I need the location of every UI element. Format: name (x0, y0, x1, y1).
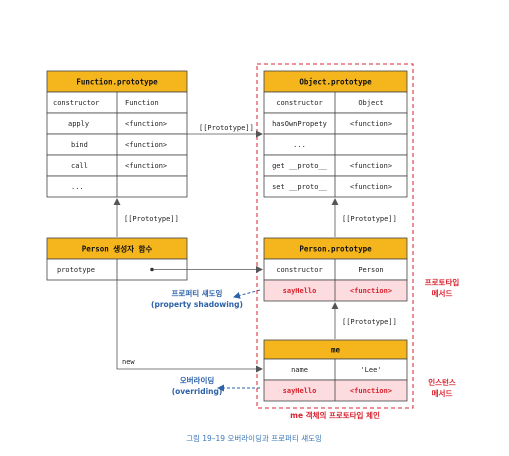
person-constructor-title: Person 생성자 함수 (82, 244, 153, 254)
function-prototype-value: <function> (125, 120, 167, 128)
overriding-label: 오버라이딩 (180, 375, 215, 385)
figure-caption: 그림 19–19 오버라이딩과 프로퍼티 섀도잉 (186, 433, 322, 443)
person-constructor-table: Person 생성자 함수 prototype (46, 237, 188, 281)
proto-link-label: [[Prototype]] (342, 318, 397, 326)
object-prototype-value: <function> (350, 162, 392, 170)
object-prototype-key: constructor (276, 99, 322, 107)
proto-link-label: [[Prototype]] (199, 124, 254, 132)
instance-method-label: 인스턴스 (428, 377, 456, 387)
function-prototype-key: ... (71, 183, 84, 191)
object-prototype-key: hasOwnPropety (272, 120, 327, 128)
function-prototype-key: constructor (53, 99, 99, 107)
new-label: new (122, 358, 135, 366)
object-prototype-key: get __proto__ (272, 162, 328, 170)
object-prototype-table: Object.prototype constructor Object hasO… (263, 70, 408, 198)
shadowing-label: (property shadowing) (151, 300, 243, 309)
prototype-chain-boundary (256, 63, 414, 409)
object-prototype-title: Object.prototype (299, 78, 372, 87)
person-prototype-key: constructor (276, 266, 322, 274)
prototype-pointer-dot (150, 267, 154, 272)
object-prototype-value: Object (358, 99, 383, 107)
person-prototype-title: Person.prototype (299, 245, 372, 254)
overriding-label: (overriding) (172, 387, 223, 396)
person-constructor-key: prototype (57, 266, 95, 274)
object-prototype-key: ... (293, 141, 306, 149)
person-prototype-table: Person.prototype constructor Person sayH… (263, 237, 408, 302)
me-method-key: sayHello (283, 387, 317, 395)
person-prototype-method-value: <function> (350, 287, 392, 295)
object-prototype-value: <function> (350, 183, 392, 191)
prototype-chain-label: me 객체의 프로토타입 체인 (290, 410, 380, 420)
function-prototype-key: bind (71, 141, 88, 149)
function-prototype-value: <function> (125, 162, 167, 170)
new-instance-link (116, 280, 263, 373)
instance-method-label: 메서드 (432, 388, 453, 398)
me-value: 'Lee' (360, 366, 381, 374)
person-prototype-value: Person (358, 266, 383, 274)
function-prototype-value: Function (125, 99, 159, 107)
me-key: name (291, 366, 308, 374)
object-prototype-value: <function> (350, 120, 392, 128)
prototype-method-label: 프로토타입 (425, 277, 460, 287)
object-prototype-key: set __proto__ (272, 183, 328, 191)
function-prototype-value: <function> (125, 141, 167, 149)
prototype-method-label: 메서드 (432, 288, 453, 298)
shadowing-label: 프로퍼티 섀도잉 (172, 288, 223, 298)
function-prototype-table: Function.prototype constructor Function … (46, 70, 188, 198)
me-method-value: <function> (350, 387, 392, 395)
proto-link-label: [[Prototype]] (124, 215, 179, 223)
person-prototype-method-key: sayHello (283, 287, 317, 295)
function-prototype-key: call (71, 162, 88, 170)
proto-link-label: [[Prototype]] (342, 215, 397, 223)
function-prototype-key: apply (68, 120, 89, 128)
function-prototype-title: Function.prototype (76, 78, 158, 87)
shadowing-pointer (233, 289, 261, 299)
me-title: me (331, 346, 341, 355)
me-table: me name 'Lee' sayHello <function> (263, 339, 408, 402)
